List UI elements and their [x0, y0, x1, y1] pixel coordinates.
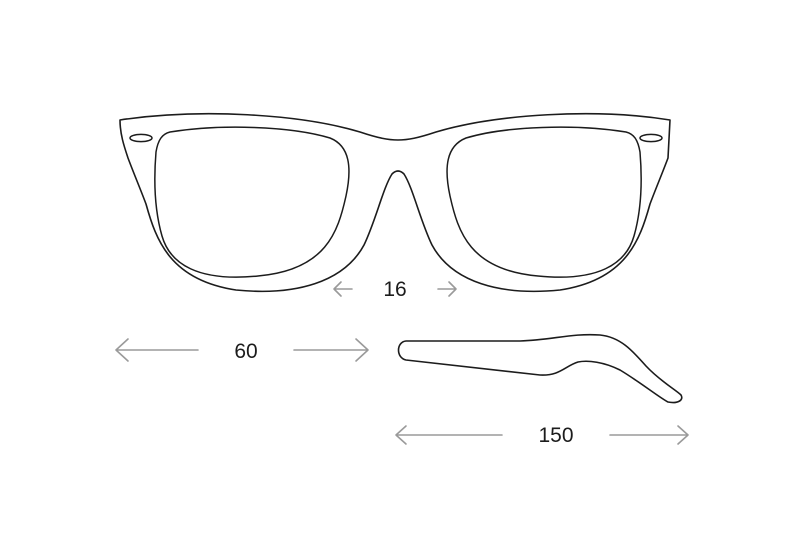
temple-length-dimension: 150	[395, 424, 689, 447]
lens-arrow-right	[293, 338, 369, 362]
bridge-width-label: 16	[383, 278, 406, 301]
temple-arm-outline	[397, 333, 683, 404]
temple-arrow-right	[609, 425, 689, 445]
temple-arrow-left	[395, 425, 503, 445]
temple-side-view	[397, 333, 683, 404]
lens-width-dimension: 60	[115, 338, 369, 363]
bridge-arrow-right	[437, 281, 457, 297]
right-hinge-rivet	[639, 133, 663, 143]
frame-front-view	[119, 112, 671, 293]
lens-arrow-left	[115, 338, 199, 362]
temple-length-label: 150	[538, 424, 573, 447]
left-lens	[154, 126, 350, 278]
left-hinge-rivet	[129, 133, 153, 143]
lens-width-label: 60	[234, 340, 257, 363]
right-lens	[446, 126, 642, 278]
bridge-dimension: 16	[333, 278, 457, 301]
bridge-arrow-left	[333, 281, 353, 297]
